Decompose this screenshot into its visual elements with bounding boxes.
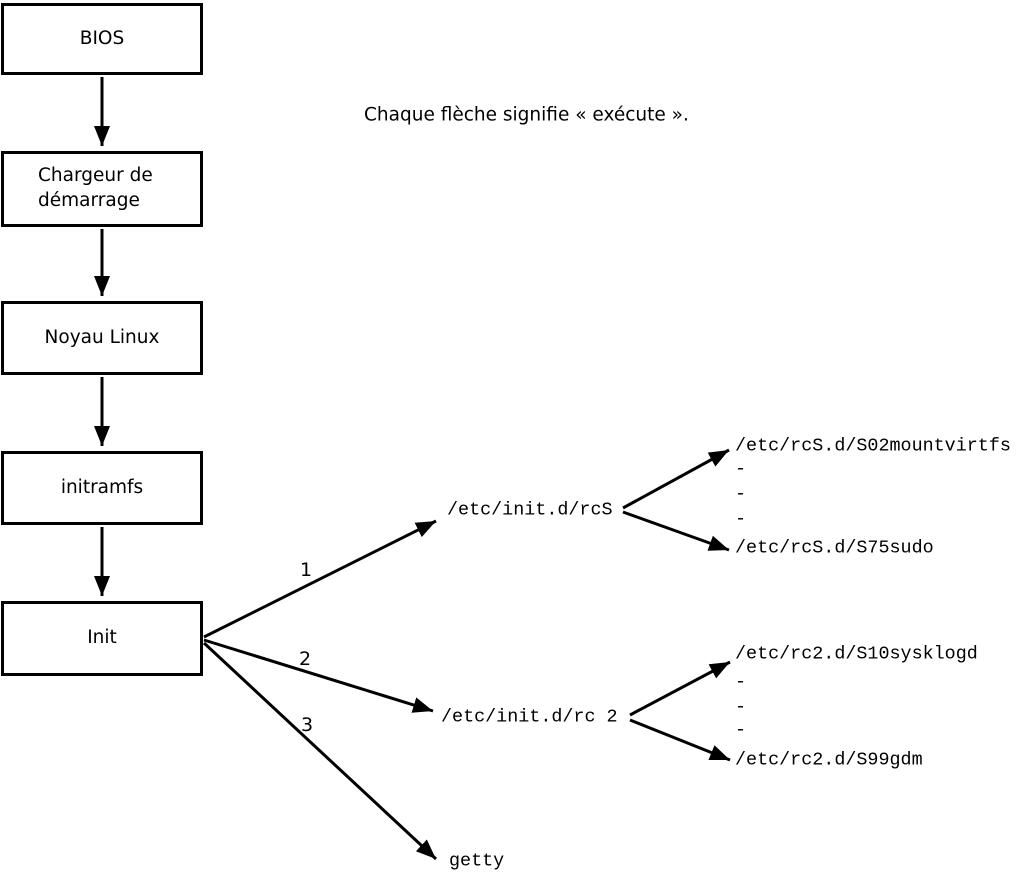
ellipsis-dash: - bbox=[735, 508, 747, 530]
ellipsis-dash: - bbox=[735, 719, 747, 741]
script-s10sysklogd: /etc/rc2.d/S10sysklogd bbox=[735, 643, 978, 665]
ellipsis-dash: - bbox=[735, 483, 747, 505]
branch-number-1: 1 bbox=[300, 559, 313, 581]
branch-number-3: 3 bbox=[301, 714, 314, 736]
box-init-label: Init bbox=[87, 627, 117, 649]
arrow-init-to-rc2 bbox=[203, 638, 434, 713]
box-bootloader: Chargeur de démarrage bbox=[1, 151, 203, 227]
diagram-caption: Chaque flèche signifie « exécute ». bbox=[364, 104, 689, 126]
box-kernel: Noyau Linux bbox=[1, 301, 203, 375]
ellipsis-dash: - bbox=[735, 671, 747, 693]
script-s99gdm: /etc/rc2.d/S99gdm bbox=[735, 749, 923, 771]
ellipsis-dash: - bbox=[735, 696, 747, 718]
box-bios: BIOS bbox=[1, 3, 203, 75]
script-s02mountvirtfs: /etc/rcS.d/S02mountvirtfs bbox=[735, 435, 1011, 457]
box-initramfs: initramfs bbox=[1, 451, 203, 525]
ellipsis-dash: - bbox=[735, 458, 747, 480]
arrow-rc2-to-s10sysklogd bbox=[629, 660, 731, 717]
box-bios-label: BIOS bbox=[79, 27, 125, 49]
box-bootloader-label: Chargeur de démarrage bbox=[38, 165, 153, 211]
node-init-d-rcs: /etc/init.d/rcS bbox=[447, 499, 613, 521]
box-initramfs-label: initramfs bbox=[60, 476, 144, 498]
script-s75sudo: /etc/rcS.d/S75sudo bbox=[735, 537, 934, 559]
arrow-rcs-to-s75sudo bbox=[622, 510, 730, 552]
arrow-init-to-getty bbox=[202, 641, 438, 861]
node-init-d-rc2: /etc/init.d/rc 2 bbox=[441, 706, 618, 728]
branch-number-2: 2 bbox=[299, 648, 312, 670]
arrow-rcs-to-s02mountvirtfs bbox=[622, 448, 730, 510]
arrow-rc2-to-s99gdm bbox=[629, 718, 731, 762]
node-getty: getty bbox=[449, 850, 505, 872]
box-init: Init bbox=[1, 601, 203, 676]
arrow-init-to-rcs bbox=[203, 519, 437, 639]
box-kernel-label: Noyau Linux bbox=[44, 326, 160, 348]
